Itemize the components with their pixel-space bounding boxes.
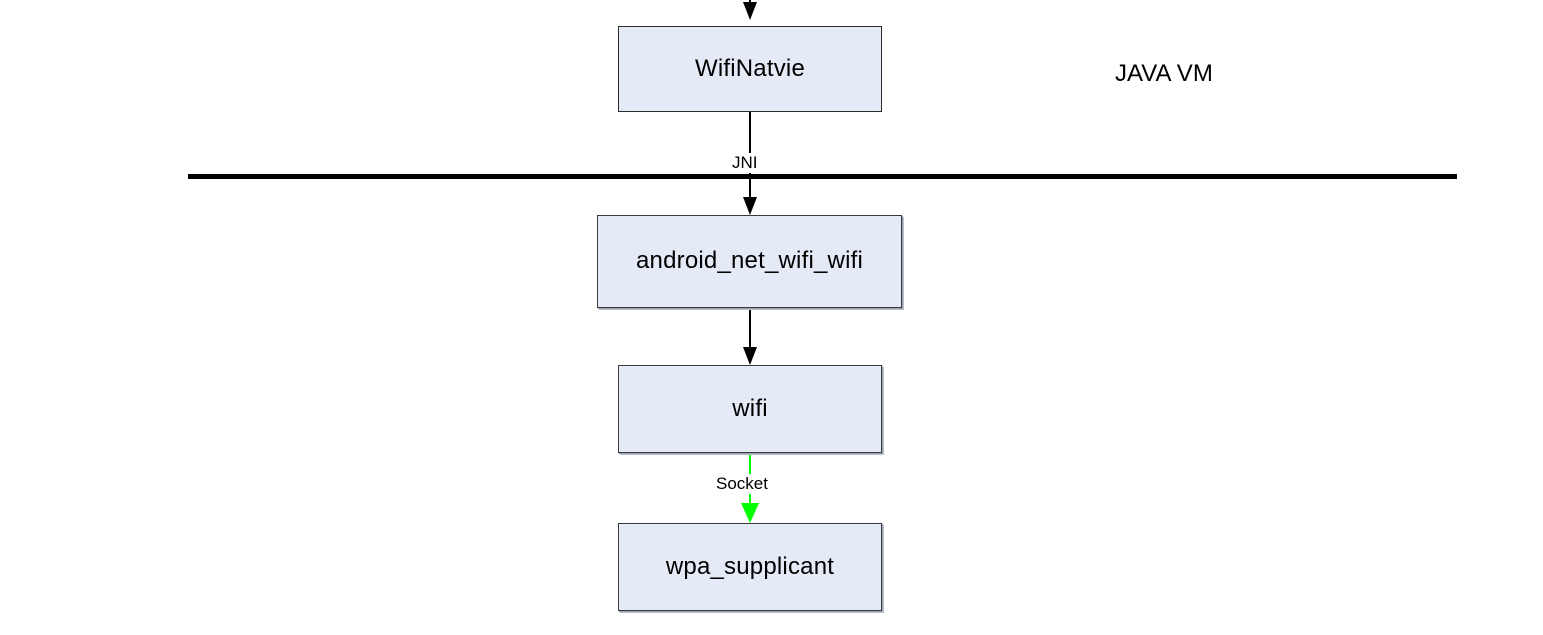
node-wifinative-label: WifiNatvie — [694, 54, 805, 82]
edge-to-wifi-arrowhead — [743, 347, 757, 365]
node-android-net-wifi-wifi[interactable]: android_net_wifi_wifi — [597, 215, 902, 308]
edge-to-wifi-shaft — [749, 308, 751, 348]
node-wpa-supplicant[interactable]: wpa_supplicant — [618, 523, 882, 611]
java-vm-label: JAVA VM — [1115, 60, 1213, 87]
edge-incoming-arrowhead — [743, 2, 757, 20]
node-wifi[interactable]: wifi — [618, 365, 882, 453]
node-wpa-supplicant-label: wpa_supplicant — [665, 552, 835, 580]
node-wifi-label: wifi — [732, 394, 768, 422]
edge-label-jni: JNI — [729, 153, 761, 173]
node-android-net-wifi-wifi-label: android_net_wifi_wifi — [636, 247, 863, 275]
edge-jni-arrowhead — [743, 197, 757, 215]
edge-label-socket: Socket — [713, 474, 771, 494]
java-vm-boundary-line — [188, 174, 1457, 179]
node-wifinative[interactable]: WifiNatvie — [618, 26, 882, 112]
edge-socket-arrowhead — [741, 503, 759, 523]
